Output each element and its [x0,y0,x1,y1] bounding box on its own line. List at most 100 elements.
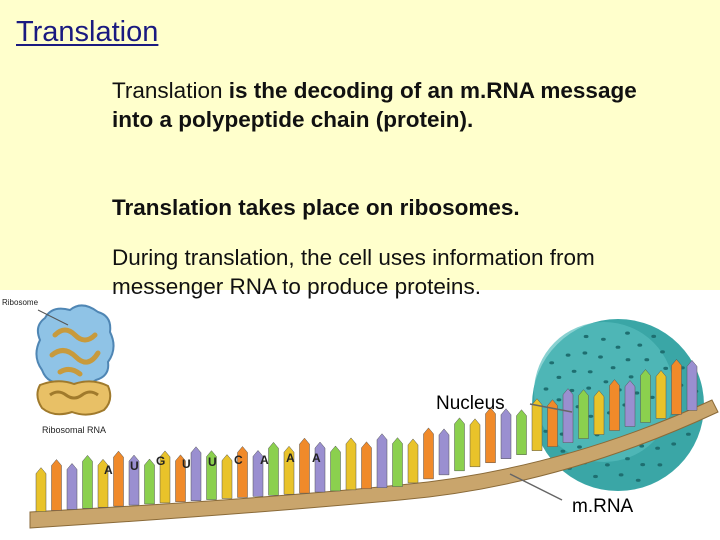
nuclear-pore [605,463,610,467]
nucleotide-base [97,458,109,508]
base-letter: A [286,451,295,465]
nuclear-pore [556,398,562,402]
nuclear-pore [587,370,593,374]
nuclear-pore [569,388,575,393]
nuclear-pore [583,334,589,339]
nuclear-pore [560,449,566,453]
nucleotide-base [578,389,589,439]
nuclear-pore [618,473,624,477]
nuclear-pore [640,463,646,467]
nuclear-pore [625,331,630,335]
nucleotide-base [407,438,419,484]
nucleotide-base [531,398,543,451]
nucleotide-base [128,454,140,506]
nuclear-pore [649,395,655,399]
nuclear-pore [601,337,606,341]
nucleotide-base [159,450,171,504]
nucleotide-base [345,437,357,491]
nucleotide-base [144,458,155,505]
nucleotide-base [237,446,248,498]
nucleotide-base [593,390,605,435]
nucleotide-base [206,450,217,500]
base-letter: U [208,455,217,469]
nucleotide-base [376,433,388,488]
base-letter: A [312,451,321,465]
nucleotide-base [82,454,93,509]
nuclear-pore [543,387,549,391]
nuclear-pore [625,358,631,362]
nuclear-pore [644,358,650,362]
nucleotide-base [392,437,403,487]
base-letter: A [104,463,113,477]
nucleotide-base [686,359,698,411]
nuclear-pore [598,355,603,359]
nuclear-pore [639,444,645,448]
nucleotide-base [190,446,202,501]
nuclear-pore [588,414,594,418]
ribosome-pointer [37,309,69,326]
mrna-label: m.RNA [572,496,634,517]
nuclear-pore [565,353,571,357]
nucleotide-base [562,388,574,443]
paragraph-definition-rest: is the decoding of an m.RNA message into… [112,78,637,132]
nuclear-pore [582,351,588,355]
nucleotide-base [671,359,682,415]
nuclear-pore [603,380,609,384]
nucleotide-base [113,450,124,507]
nucleus-pointer [529,403,573,413]
nucleotide-base [547,399,558,447]
nuclear-pore [625,457,630,461]
nuclear-pore [586,386,592,390]
nucleotide-base [516,409,527,455]
slide-title: Translation [16,16,159,48]
nucleotide-base [252,449,264,497]
nucleotide-base [314,441,326,493]
nuclear-pore [634,391,640,395]
nucleotide-base [624,380,636,427]
nucleotide-base [330,445,341,492]
nucleotide-base [66,463,78,510]
nuclear-pore [549,361,555,365]
base-letter: U [182,457,191,471]
base-letter: A [260,453,269,467]
nuclear-pore [615,345,621,349]
nucleotide-base [221,454,233,499]
ribosomal-rna-label: Ribosomal RNA [42,425,106,435]
nuclear-pore [663,366,669,370]
nucleotide-base [640,369,651,423]
nucleotide-base [51,459,62,511]
nuclear-pore [593,474,598,479]
nuclear-pore [660,350,665,354]
nuclear-pore [628,375,634,379]
ribosome [35,304,115,416]
nuclear-pore [577,445,582,449]
nucleotide-base [423,427,434,480]
nucleotide-base [469,418,481,468]
nucleotide-base [35,467,47,512]
paragraph-definition: Translation is the decoding of an m.RNA … [112,76,672,134]
nuclear-pore [610,366,616,370]
nucleotide-base [299,437,310,494]
nucleotide-base [268,441,279,496]
base-letter: C [234,453,243,467]
nuclear-pore [686,432,691,436]
nuclear-pore [655,446,660,450]
mrna-pointer [509,473,563,501]
nucleotide-base [500,408,512,459]
nucleotide-base [361,441,372,490]
nucleus-label: Nucleus [436,393,505,414]
nuclear-pore [543,429,549,433]
base-letter: G [156,454,165,468]
nucleotide-base [454,417,465,472]
base-letter: U [130,459,139,473]
nuclear-pore [571,369,577,373]
paragraph-location: Translation takes place on ribosomes. [112,195,520,220]
nuclear-pore [556,375,562,379]
nuclear-pore [635,478,641,482]
nucleotide-base [485,407,496,464]
nucleotide-base [438,428,450,476]
nucleotide-base [655,370,667,419]
